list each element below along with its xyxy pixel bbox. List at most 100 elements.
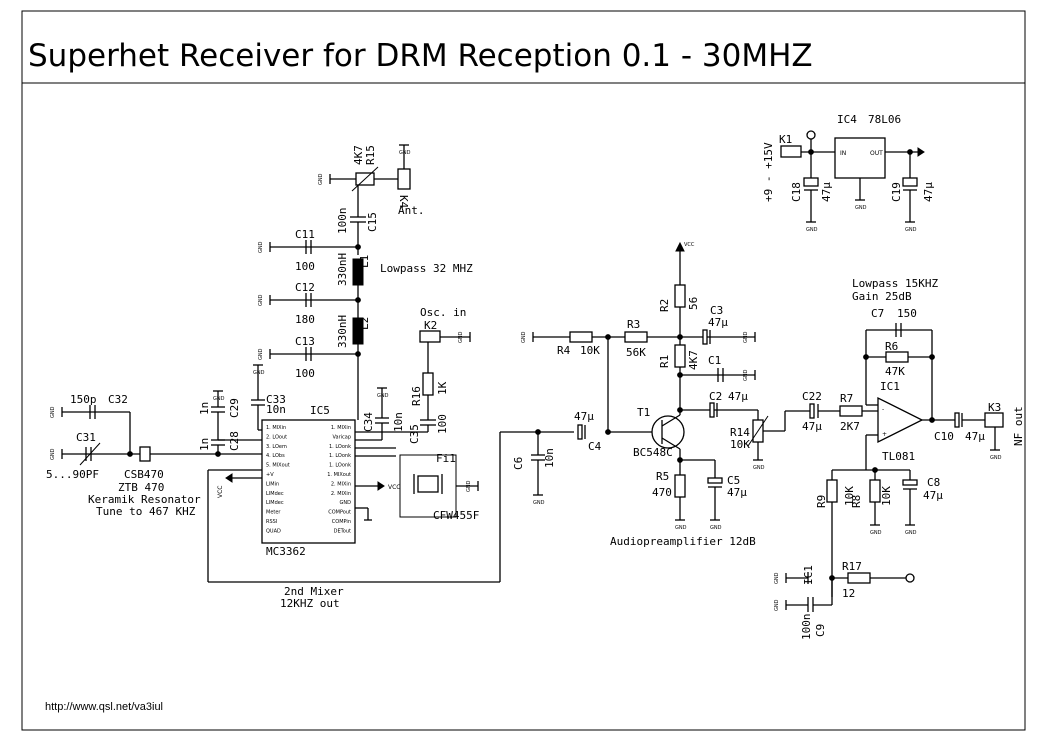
r8-label: R8 — [850, 495, 863, 508]
fi1-element — [417, 475, 439, 493]
r7-label: R7 — [840, 392, 853, 405]
c8-label: C8 — [927, 476, 940, 489]
c31-value: 5...90PF — [46, 468, 99, 481]
ic4-regulator — [834, 137, 886, 179]
ic5-right-pin-8: 2. MIXin — [331, 491, 351, 497]
r6-resistor — [885, 351, 909, 363]
c12-label: C12 — [295, 281, 315, 294]
r8-resistor — [869, 479, 881, 503]
t1-transistor — [651, 415, 685, 449]
ground-label: GND — [905, 227, 917, 233]
c28-label: C28 — [228, 431, 241, 451]
ground-label: GND — [870, 530, 882, 536]
k4-label: K4 — [397, 195, 410, 209]
c4-label: C4 — [588, 440, 602, 453]
ic5-right-pin-11: COMPin — [332, 519, 351, 525]
osc-input-section: Osc. in K2 R16 1K C35 100 C34 10n — [355, 306, 470, 444]
c6-value: 10n — [543, 448, 556, 468]
opamp-plus: + — [882, 431, 887, 438]
r16-value: 1K — [436, 381, 449, 395]
mixer-label: 2nd Mixer — [284, 585, 344, 598]
l2-value: 330nH — [336, 315, 349, 348]
tl081-label: TL081 — [882, 450, 915, 463]
r3-value: 56K — [626, 346, 646, 359]
csb470-label: CSB470 — [124, 468, 164, 481]
c18-value: 47μ — [820, 182, 833, 202]
supply-plus-terminal-2 — [905, 573, 915, 583]
mixer-out-label: 12KHZ out — [280, 597, 340, 610]
lowpass-15khz-label: Lowpass 15KHZ — [852, 277, 938, 290]
ground-label: GND — [774, 572, 780, 584]
ground-label: GND — [377, 393, 389, 399]
c22-label: C22 — [802, 390, 822, 403]
c5-value: 47μ — [727, 486, 747, 499]
ic5-left-pin-4: 4. LObs — [266, 453, 285, 459]
c3-label: C3 — [710, 304, 723, 317]
c4-capacitor — [577, 424, 583, 440]
tune-label: Tune to 467 KHZ — [96, 505, 196, 518]
r15-label: R15 — [364, 145, 377, 165]
ground-label: GND — [990, 455, 1002, 461]
ground-label: GND — [753, 465, 765, 471]
ground-label: GND — [743, 369, 749, 381]
c18-capacitor — [803, 177, 819, 187]
ic5-left-pin-1: 1. MIXin — [266, 425, 286, 431]
c8-capacitor — [902, 479, 918, 486]
ground-label: GND — [399, 150, 411, 156]
r14-value: 10K — [730, 438, 750, 451]
c7-value: 150 — [897, 307, 917, 320]
c13-label: C13 — [295, 335, 315, 348]
ic5-label: IC5 — [310, 404, 330, 417]
vcc-arrow-label: VCC — [217, 486, 224, 498]
r2-resistor — [674, 284, 686, 308]
c31-label: C31 — [76, 431, 96, 444]
c9-label: C9 — [814, 624, 827, 637]
ground-label: GND — [253, 370, 265, 376]
audio-preamplifier-section: VCC R2 56 R4 10K R3 56K C3 47μ R1 4K7 C1… — [512, 241, 785, 548]
r16-resistor — [422, 372, 434, 396]
supply-voltage-label: +9 - +15V — [762, 142, 775, 202]
c34-label: C34 — [362, 412, 375, 432]
ic5-left-pin-7: LIMin — [266, 481, 279, 487]
ground-label: GND — [521, 331, 527, 343]
ic5-right-pin-6: 1. MIXout — [327, 472, 351, 478]
k2-label: K2 — [424, 319, 437, 332]
bc548c-label: BC548C — [633, 446, 673, 459]
r17-resistor — [847, 572, 871, 584]
c32-label: C32 — [108, 393, 128, 406]
ground-label: GND — [743, 331, 749, 343]
c35-value: 100 — [436, 414, 449, 434]
ztb470-label: ZTB 470 — [118, 481, 164, 494]
c10-capacitor — [954, 412, 960, 428]
ground-label: GND — [533, 500, 545, 506]
ic4-in-pin: IN — [840, 150, 846, 157]
ic5-right-pin-9: GND — [340, 500, 352, 506]
ic5-right-pin-2: Varicap — [332, 434, 351, 440]
c2-capacitor — [709, 402, 715, 418]
r6-label: R6 — [885, 340, 898, 353]
c3-value: 47μ — [708, 316, 728, 329]
c5-capacitor — [707, 477, 723, 484]
r5-value: 470 — [652, 486, 672, 499]
k1-label: K1 — [779, 133, 792, 146]
c15-value: 100n — [336, 208, 349, 235]
keramik-resonator-label: Keramik Resonator — [88, 493, 201, 506]
l2-label: L2 — [358, 317, 371, 330]
ic5-left-pin-10: Meter — [266, 510, 281, 516]
r5-label: R5 — [656, 470, 669, 483]
r14-label: R14 — [730, 426, 750, 439]
c5-label: C5 — [727, 474, 740, 487]
lowpass-32mhz-label: Lowpass 32 MHZ — [380, 262, 473, 275]
r5-resistor — [674, 474, 686, 498]
r7-resistor — [839, 405, 863, 417]
page-border — [21, 10, 1026, 731]
r4-resistor — [569, 331, 593, 343]
c22-value: 47μ — [802, 420, 822, 433]
power-supply-section: K1 +9 - +15V C18 47μ IC4 78L06 IN OUT C1… — [762, 113, 935, 222]
osc-in-label: Osc. in — [420, 306, 466, 319]
c4-value: 47μ — [574, 410, 594, 423]
c10-value: 47μ — [965, 430, 985, 443]
